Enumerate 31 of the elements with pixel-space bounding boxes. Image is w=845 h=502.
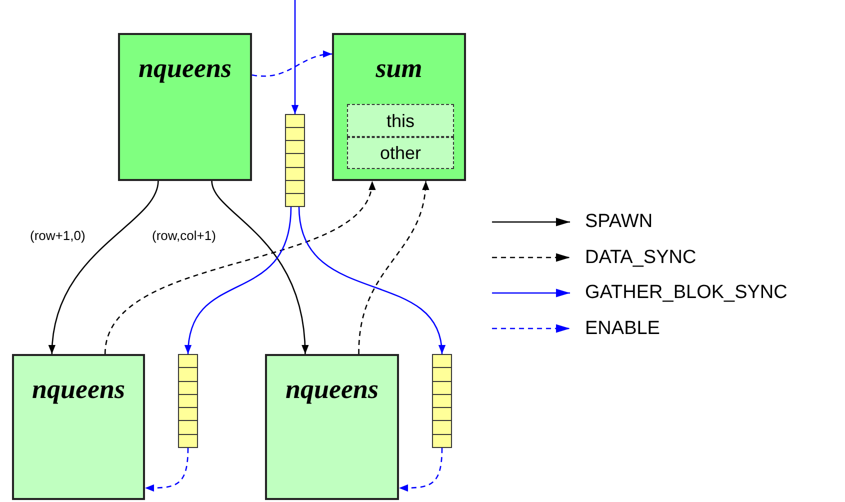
arrow <box>291 0 299 114</box>
arrow <box>104 180 374 354</box>
arrow <box>185 206 292 354</box>
legend-label: DATA_SYNC <box>585 248 696 266</box>
task-title: nqueens <box>138 55 232 82</box>
arrow <box>211 180 308 354</box>
arrow <box>145 448 189 492</box>
arrow <box>252 51 332 77</box>
slot-box <box>347 137 454 169</box>
slot-label: this <box>386 112 414 130</box>
queue-box <box>178 354 198 448</box>
arrow <box>399 448 443 492</box>
slot-label: other <box>380 144 422 162</box>
legend-label: ENABLE <box>585 318 660 338</box>
task-title: nqueens <box>285 376 379 403</box>
queue-box <box>285 114 305 207</box>
slot-box <box>347 104 454 137</box>
edge-label: (row,col+1) <box>152 229 216 242</box>
arrow <box>298 206 444 354</box>
task-box <box>332 33 466 181</box>
task-box <box>12 354 145 500</box>
edge-label: (row+1,0) <box>30 229 86 242</box>
arrow <box>49 180 159 354</box>
task-title: sum <box>376 55 422 82</box>
legend-label: SPAWN <box>585 212 653 231</box>
task-box <box>118 33 252 181</box>
queue-box <box>432 354 452 448</box>
legend-label: GATHER_BLOK_SYNC <box>585 283 788 302</box>
task-box <box>265 354 399 500</box>
arrow <box>358 180 429 354</box>
task-title: nqueens <box>32 376 126 403</box>
